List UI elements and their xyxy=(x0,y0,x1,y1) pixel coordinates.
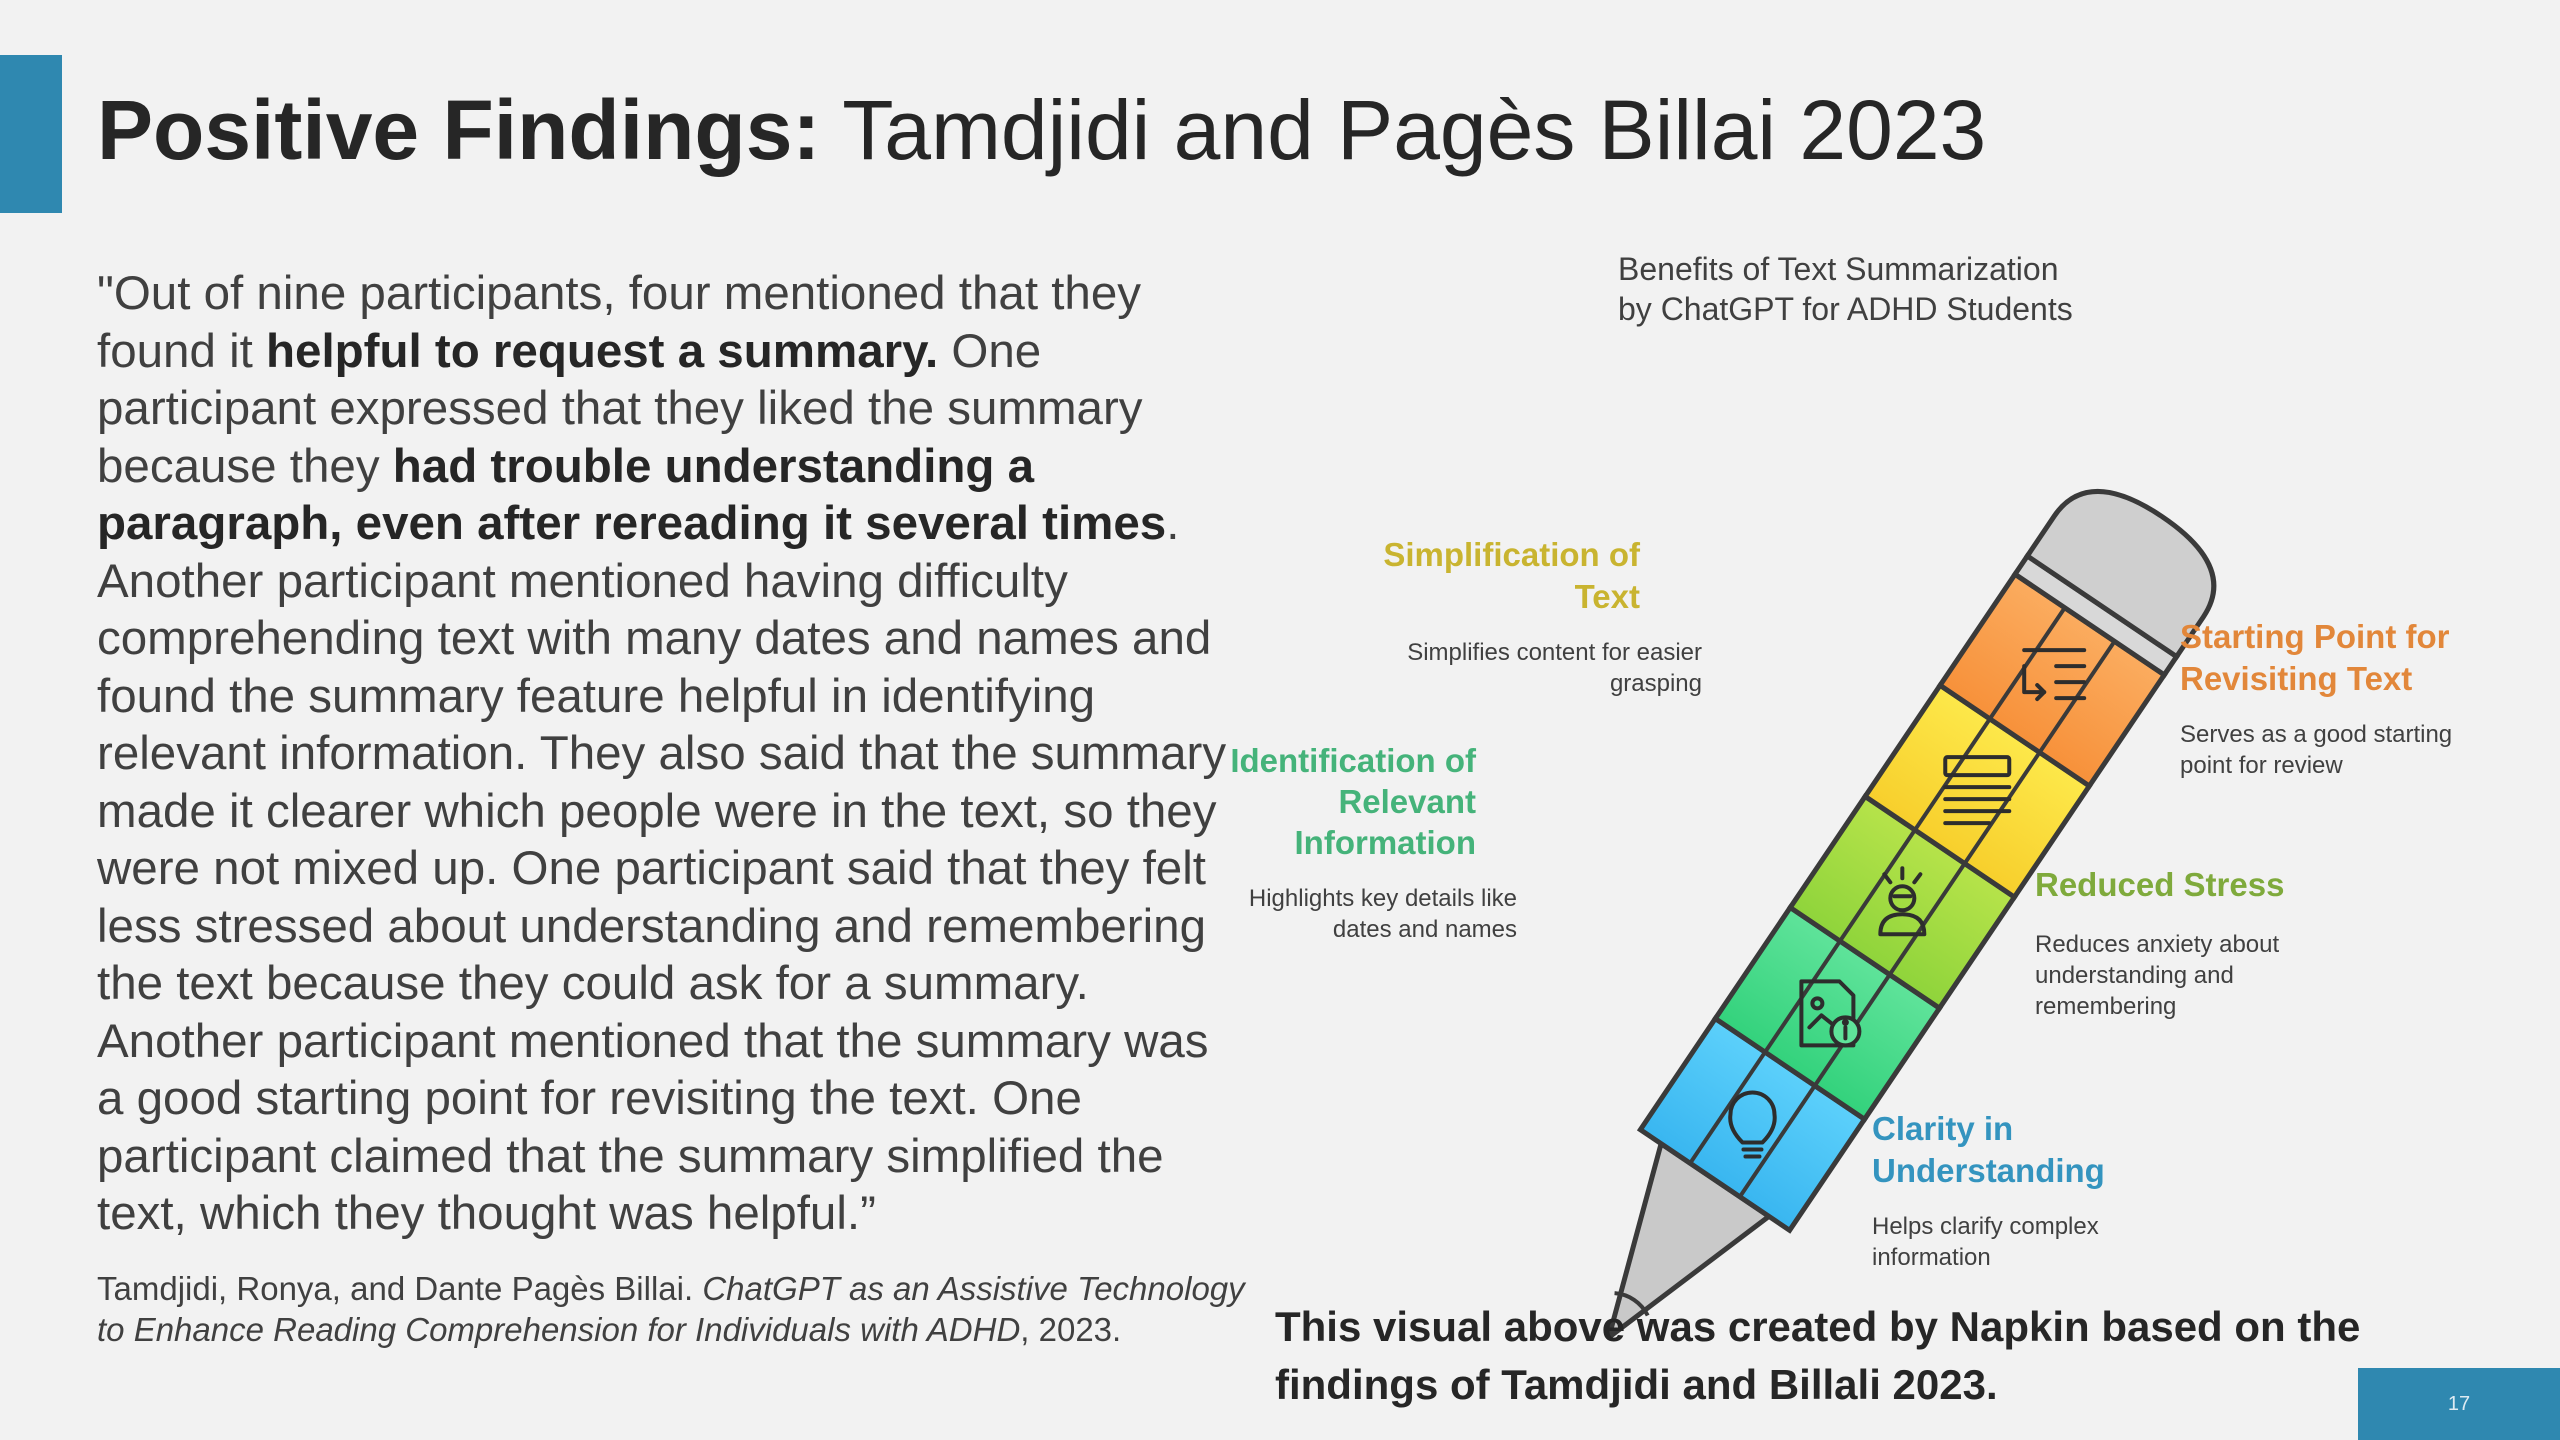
svg-text:Identification of: Identification of xyxy=(1230,742,1477,779)
citation-authors: Tamdjidi, Ronya, and Dante Pagès Billai. xyxy=(97,1270,703,1307)
svg-text:point for review: point for review xyxy=(2180,752,2343,779)
label-identification: Identification of Relevant Information H… xyxy=(1230,742,1517,943)
citation-work: ChatGPT as an Assistive Technology to En… xyxy=(97,1270,1245,1348)
svg-text:Reduced Stress: Reduced Stress xyxy=(2035,866,2284,903)
quote-part-2: One participant expressed that they like… xyxy=(97,324,1143,493)
slide-title: Positive Findings: Tamdjidi and Pagès Bi… xyxy=(97,80,1986,180)
svg-text:Simplification of: Simplification of xyxy=(1383,536,1641,573)
svg-text:Starting Point for: Starting Point for xyxy=(2180,618,2450,655)
svg-text:Serves as a good starting: Serves as a good starting xyxy=(2180,721,2452,748)
pencil xyxy=(1606,488,2217,1341)
svg-text:Highlights key details like: Highlights key details like xyxy=(1249,885,1517,912)
citation: Tamdjidi, Ronya, and Dante Pagès Billai.… xyxy=(97,1268,1277,1350)
diagram-caption: This visual above was created by Napkin … xyxy=(1275,1303,2361,1408)
quote-bold-1: helpful to request a summary. xyxy=(266,324,939,378)
label-starting: Starting Point for Revisiting Text Serve… xyxy=(2180,618,2452,779)
diagram-title-line2: by ChatGPT for ADHD Students xyxy=(1618,291,2073,327)
svg-text:Revisiting Text: Revisiting Text xyxy=(2180,660,2412,697)
svg-text:Understanding: Understanding xyxy=(1872,1152,2105,1189)
title-rest: Tamdjidi and Pagès Billai 2023 xyxy=(820,83,1987,177)
diagram-title-line1: Benefits of Text Summarization xyxy=(1618,251,2059,287)
lightbulb-icon xyxy=(1728,1090,1777,1159)
page-number: 17 xyxy=(2447,1393,2471,1415)
citation-year: , 2023. xyxy=(1020,1311,1122,1348)
quote-bold-2: had trouble understanding a paragraph, e… xyxy=(97,439,1167,551)
svg-text:information: information xyxy=(1872,1244,1991,1271)
label-simplification: Simplification of Text Simplifies conten… xyxy=(1383,536,1702,697)
stressed-person-icon xyxy=(1878,866,1927,937)
svg-text:Simplifies content for easier: Simplifies content for easier xyxy=(1407,639,1702,666)
svg-text:Information: Information xyxy=(1295,824,1476,861)
svg-text:Relevant: Relevant xyxy=(1338,783,1476,820)
svg-text:understanding and: understanding and xyxy=(2035,962,2234,989)
info-document-icon xyxy=(1799,979,1862,1048)
svg-text:Text: Text xyxy=(1575,578,1640,615)
pencil-eraser xyxy=(2023,488,2217,661)
svg-text:Helps clarify complex: Helps clarify complex xyxy=(1872,1213,2099,1240)
quote-part-1: "Out of nine participants, four mentione… xyxy=(97,267,1142,378)
svg-text:dates and names: dates and names xyxy=(1333,916,1517,943)
title-bold: Positive Findings: xyxy=(97,83,821,177)
label-clarity: Clarity in Understanding Helps clarify c… xyxy=(1872,1110,2105,1271)
pencil-lead-mark xyxy=(1614,1291,1650,1317)
quote-part-3: . Another participant mentioned having d… xyxy=(97,497,1227,1240)
svg-text:Reduces anxiety about: Reduces anxiety about xyxy=(2035,931,2279,958)
page-number-box: 17 xyxy=(2358,1368,2560,1440)
title-accent-bar xyxy=(0,55,62,213)
document-lines-icon xyxy=(1943,755,2012,826)
svg-text:grasping: grasping xyxy=(1610,670,1702,697)
label-stress: Reduced Stress Reduces anxiety about und… xyxy=(2035,866,2284,1020)
svg-text:Clarity in: Clarity in xyxy=(1872,1110,2013,1147)
quote-text: "Out of nine participants, four mentione… xyxy=(97,265,1237,1243)
list-return-icon xyxy=(2022,648,2087,702)
svg-text:remembering: remembering xyxy=(2035,993,2176,1020)
